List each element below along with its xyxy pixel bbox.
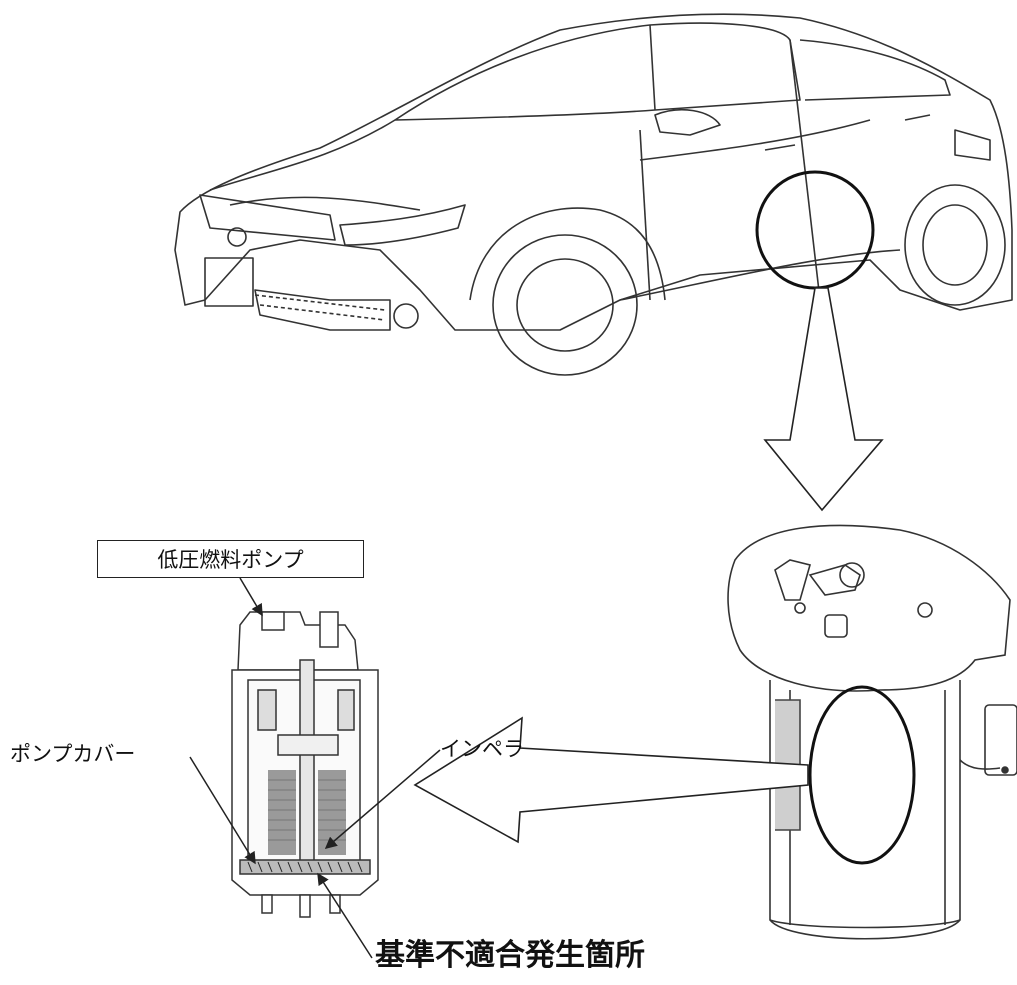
low-pressure-fuel-pump — [231, 611, 379, 918]
car-highlight-circle — [755, 170, 875, 290]
car-illustration — [174, 13, 1013, 376]
leader-pump — [239, 577, 263, 617]
zoom-arrow-down — [763, 287, 884, 512]
leader-pump-cover — [189, 756, 256, 865]
fuel-pump-module — [727, 524, 1017, 940]
leader-defect — [317, 872, 373, 959]
leader-impeller — [324, 749, 441, 849]
low-pressure-fuel-pump-label: 低圧燃料ポンプ — [97, 540, 364, 578]
module-highlight-ellipse — [808, 685, 916, 865]
leader-lines — [189, 577, 441, 959]
pump-cover-label: ポンプカバー — [10, 742, 136, 766]
nonconformity-location-label: 基準不適合発生箇所 — [375, 938, 645, 973]
zoom-arrow-left — [413, 716, 809, 844]
impeller-label: インペラ — [440, 737, 524, 761]
